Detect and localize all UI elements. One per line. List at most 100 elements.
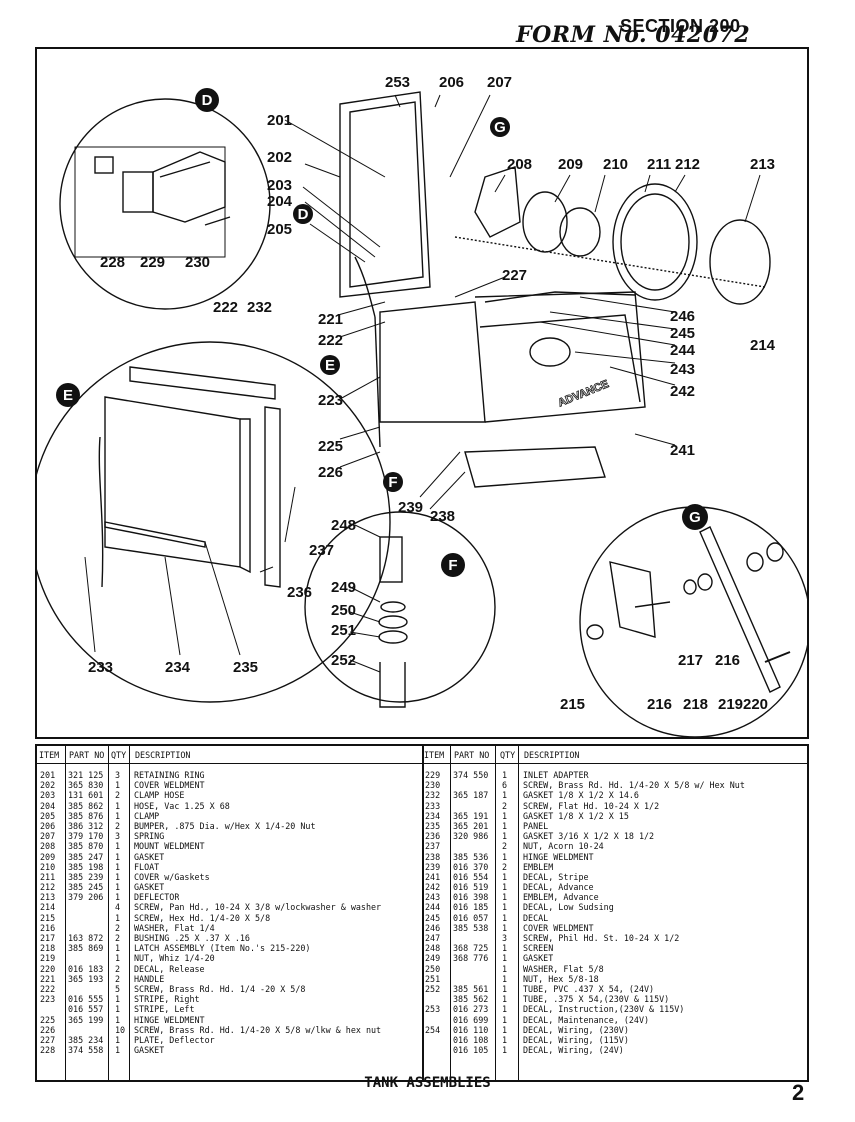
description-cell: PLATE, Deflector — [134, 1034, 215, 1045]
qty-cell: 1 — [502, 892, 508, 903]
part-no-cell: 385 562 — [453, 994, 489, 1005]
part-no-cell: 385 862 — [68, 800, 104, 811]
description-cell: SPRING — [134, 831, 165, 842]
callout-238: 238 — [430, 508, 455, 525]
qty-cell: 1 — [502, 1004, 508, 1015]
item-cell: 235 — [425, 820, 441, 831]
part-no-cell: 374 550 — [453, 770, 489, 780]
item-cell: 237 — [425, 841, 441, 852]
description-cell: NUT, Hex 5/8-18 — [523, 973, 599, 984]
description-cell: MOUNT WELDMENT — [134, 841, 205, 852]
qty-cell: 2 — [502, 861, 508, 872]
callout-225: 225 — [318, 438, 343, 455]
qty-cell: 2 — [502, 841, 508, 852]
qty-cell: 1 — [115, 1014, 121, 1025]
description-cell: GASKET — [523, 953, 554, 964]
description-cell: TUBE, PVC .437 X 54, (24V) — [523, 983, 655, 994]
item-cell: 232 — [425, 790, 441, 801]
item-cell: 207 — [40, 831, 56, 842]
table-header-left: ITEM PART NO QTY DESCRIPTION — [37, 746, 422, 764]
callout-244: 244 — [670, 342, 696, 359]
part-no-cell: 365 191 — [453, 810, 489, 821]
callout-249: 249 — [331, 579, 356, 596]
description-cell: DECAL, Wiring, (115V) — [523, 1034, 629, 1045]
item-cell: 247 — [425, 933, 441, 943]
item-cell: 221 — [40, 973, 56, 984]
callout-206: 206 — [439, 74, 464, 91]
callout-237: 237 — [309, 542, 334, 559]
item-cell: 251 — [425, 973, 441, 984]
part-no-cell: 385 561 — [453, 983, 489, 994]
qty-cell: 1 — [115, 892, 121, 903]
qty-cell: 1 — [502, 1034, 508, 1045]
callout-209: 209 — [558, 156, 583, 173]
qty-cell: 2 — [115, 963, 121, 974]
item-cell: 246 — [425, 922, 441, 933]
description-cell: DECAL, Advance — [523, 882, 594, 893]
description-cell: LATCH ASSEMBLY (Item No.'s 215-220) — [134, 943, 311, 954]
part-no-cell: 385 198 — [68, 861, 104, 872]
section-title: SECTION 200 — [620, 16, 741, 36]
qty-cell: 1 — [502, 790, 508, 801]
item-cell: 203 — [40, 790, 56, 801]
qty-cell: 3 — [502, 933, 508, 943]
part-no-cell: 016 398 — [453, 892, 489, 903]
qty-cell: 3 — [115, 770, 121, 780]
callout-207: 207 — [487, 74, 512, 91]
item-cell: 234 — [425, 810, 441, 821]
callout-235: 235 — [233, 659, 258, 676]
qty-cell: 1 — [502, 882, 508, 893]
table-header-right: ITEM PART NO QTY DESCRIPTION — [422, 746, 807, 764]
qty-cell: 1 — [502, 831, 508, 842]
description-cell: GASKET 3/16 X 1/2 X 18 1/2 — [523, 831, 655, 842]
description-cell: DEFLECTOR — [134, 892, 180, 903]
callout-216-bottom: 216 — [647, 696, 672, 713]
qty-cell: 4 — [115, 902, 121, 913]
qty-cell: 1 — [115, 1034, 121, 1045]
qty-cell: 1 — [502, 912, 508, 923]
description-cell: SCREW, Pan Hd., 10-24 X 3/8 w/lockwasher… — [134, 902, 382, 913]
part-no-cell: 016 699 — [453, 1014, 489, 1025]
qty-cell: 1 — [115, 994, 121, 1005]
item-cell: 253 — [425, 1004, 441, 1015]
item-cell: 236 — [425, 831, 441, 842]
item-cell: 238 — [425, 851, 441, 862]
description-cell: CLAMP — [134, 810, 160, 821]
item-cell: 254 — [425, 1024, 441, 1035]
qty-cell: 1 — [115, 1045, 121, 1056]
part-no-cell: 016 185 — [453, 902, 489, 913]
description-cell: SCREW, Brass Rd. Hd. 1/4-20 X 5/8 w/lkw … — [134, 1024, 382, 1035]
callout-222-detail: 222 — [213, 299, 238, 316]
description-cell: BUMPER, .875 Dia. w/Hex X 1/4-20 Nut — [134, 820, 316, 831]
part-no-cell: 385 870 — [68, 841, 104, 852]
description-cell: DECAL, Stripe — [523, 871, 589, 882]
callout-203: 203 — [267, 177, 292, 194]
qty-cell: 1 — [115, 841, 121, 852]
description-cell: COVER WELDMENT — [134, 780, 205, 791]
qty-cell: 1 — [502, 963, 508, 974]
qty-cell: 1 — [502, 983, 508, 994]
qty-cell: 1 — [115, 882, 121, 893]
part-no-cell: 385 247 — [68, 851, 104, 862]
exploded-parts-diagram: D G D E E F F G ADVANCE 253 206 207 201 … — [35, 74, 809, 738]
item-cell: 243 — [425, 892, 441, 903]
handwritten-form-number: FORM No. 042072 — [516, 22, 751, 48]
